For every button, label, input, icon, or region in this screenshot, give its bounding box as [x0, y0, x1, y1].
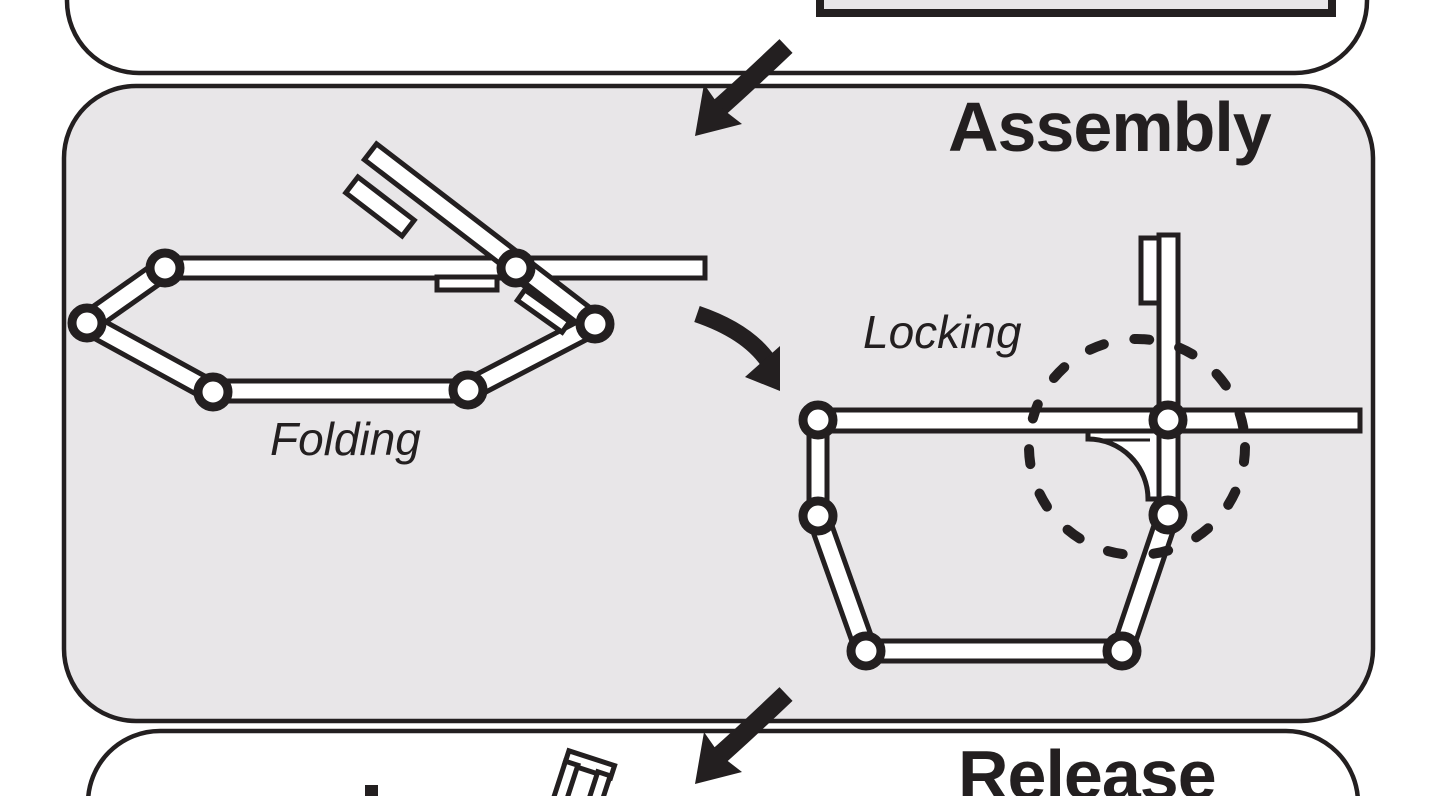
locking-joint-mid-right: [1148, 495, 1188, 535]
previous-content-block: [816, 0, 1336, 17]
folding-link-doubler: [513, 286, 574, 336]
folding-joint-top-left: [145, 248, 185, 288]
folding-joint-bottom-right: [448, 370, 488, 410]
release-title: Release: [958, 736, 1216, 796]
folding-linkage: [67, 140, 708, 412]
release-fragment-stub: [365, 785, 378, 796]
panel-assembly: [61, 83, 1376, 724]
folding-label: Folding: [270, 413, 421, 465]
locking-joint-bottom-right: [1102, 631, 1142, 671]
folding-strut-sleeve: [342, 173, 418, 240]
release-fragment-links: [549, 747, 618, 796]
panel-previous: [64, 0, 1370, 76]
folding-bottom-beam: [205, 378, 476, 404]
locking-joint-cross: [1148, 400, 1188, 440]
locking-vertical-post: [1156, 232, 1181, 520]
flow-arrow-folding-to-locking-icon: [694, 305, 780, 391]
locking-joint-mid-left: [798, 496, 838, 536]
locking-bottom-beam: [863, 638, 1125, 664]
locking-linkage: [798, 232, 1363, 671]
flow-arrow-to-release-icon: [695, 687, 793, 784]
locking-joint-bottom-left: [846, 631, 886, 671]
locking-label: Locking: [863, 306, 1022, 358]
folding-latch-tab: [434, 274, 500, 293]
locking-horizontal-beam: [810, 407, 1363, 434]
locking-highlight-dashed-circle-icon: [1024, 334, 1250, 560]
flow-arrow-to-assembly-icon: [695, 39, 793, 136]
folding-joint-bottom-left: [193, 372, 233, 412]
assembly-title: Assembly: [948, 88, 1272, 166]
folding-joint-left: [67, 303, 107, 343]
folding-joint-hub: [496, 248, 536, 288]
folding-top-beam: [157, 255, 708, 281]
locking-joint-top-left: [798, 400, 838, 440]
folding-joint-right: [575, 304, 615, 344]
locking-post-flange: [1138, 235, 1162, 306]
